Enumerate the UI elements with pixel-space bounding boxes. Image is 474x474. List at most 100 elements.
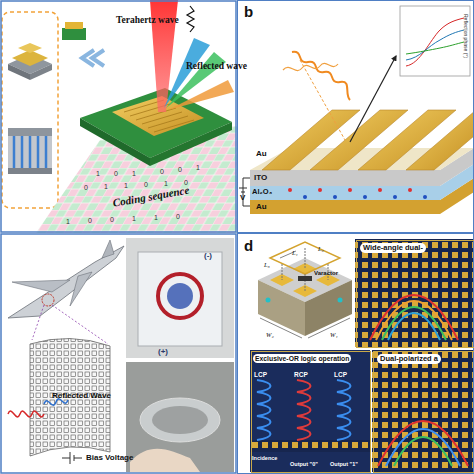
panel-a-art [0, 0, 237, 233]
wave-label: Reflected Wave [52, 392, 111, 400]
feature-box: Dual-polarized a [373, 351, 474, 473]
panel-frame [1, 1, 236, 232]
panel-b-art [333, 195, 337, 199]
dimension-label: L₁ [292, 250, 298, 257]
panel-c-art [152, 406, 208, 434]
panel-b-art [406, 18, 464, 66]
panel-c-art [8, 411, 44, 417]
panel-c-art [140, 398, 220, 442]
code-digit: 0 [88, 217, 92, 224]
panel-b-art [400, 6, 470, 76]
feature-title: Wide-angle dual- [360, 243, 426, 253]
panel-c-art [167, 283, 193, 309]
code-digit: 0 [114, 170, 118, 177]
panel-b-art [292, 52, 350, 100]
panel-d-art [338, 298, 343, 303]
panel-a-art [187, 6, 194, 32]
panel-d-art [337, 380, 351, 440]
panel-a-art [18, 43, 42, 53]
component-label: Varactor [314, 270, 338, 276]
panel-b-art [408, 188, 412, 192]
panel-d-art [355, 239, 474, 347]
panel-d-art [260, 251, 350, 338]
code-digit: 0 [178, 166, 182, 173]
feature-title: Exclusive-OR logic operation [253, 354, 351, 363]
panel-b-art [378, 188, 382, 192]
panel-c-art [1, 234, 236, 473]
layer-label: Au [256, 150, 267, 158]
panel-d-art [250, 350, 370, 472]
panel-c-art [130, 449, 200, 472]
panel-c-art [158, 274, 202, 318]
dimension-label: L₃ [264, 262, 270, 269]
code-digit: 1 [196, 164, 200, 171]
panel-b-art [239, 6, 474, 214]
panel-d-art [378, 421, 468, 466]
panel-d-art [266, 298, 271, 303]
panel-b-art [406, 42, 464, 54]
panel-c-art [30, 338, 110, 456]
panel-b-art [303, 195, 427, 199]
feature-box: Wide-angle dual- [356, 240, 474, 348]
panel-d-art [238, 234, 474, 473]
code-digit: 0 [184, 179, 188, 186]
panel-c-art [8, 246, 124, 318]
code-digit: 1 [96, 170, 100, 177]
code-digit: 1 [66, 218, 70, 225]
port-label: Incidence [252, 456, 277, 462]
panel-c-art [62, 452, 82, 464]
panel-a-art [168, 80, 234, 110]
panel-a-art [0, 0, 237, 233]
code-digit: 0 [160, 168, 164, 175]
code-digit: 1 [124, 182, 128, 189]
polarization-label: LCP [254, 372, 267, 379]
panel-b-art [288, 188, 292, 192]
panel-d-art [386, 429, 460, 466]
dimension-label: W₂ [266, 332, 274, 339]
panel-d-art [257, 380, 271, 440]
panel-c-art [102, 240, 114, 258]
panel-b-art [423, 195, 427, 199]
layer-label: Au [256, 203, 267, 211]
panel-d-art [282, 248, 328, 291]
panel-d-art [305, 280, 352, 336]
panel-b-art [288, 188, 412, 192]
panel-a-art [2, 12, 58, 208]
feature-title: Dual-polarized a [377, 354, 441, 364]
panel-c-art [126, 362, 234, 472]
panel-d-art [376, 301, 452, 340]
panel-b-art [406, 110, 474, 170]
panel-d-art [388, 313, 440, 340]
polarization-label: LCP [334, 372, 347, 379]
panel-c-art [138, 252, 222, 346]
code-digit: 1 [154, 214, 158, 221]
panel-d-art [394, 437, 452, 466]
layer-label: Al₂O₃ [252, 188, 272, 196]
panel-c-art [70, 272, 92, 306]
panel-d-art [372, 350, 474, 472]
code-digit: 0 [110, 216, 114, 223]
panel-letter: b [244, 4, 253, 21]
bias-label: Bias Voltage [86, 454, 133, 462]
port-label: Output "1" [330, 462, 358, 468]
panel-b-art [283, 63, 338, 70]
panel-letter: d [244, 238, 253, 255]
panel-c-art [126, 238, 234, 358]
axis-label: Reflection phase (°) [463, 14, 468, 58]
layer-label: ITO [254, 174, 267, 182]
beam-label: Terahertz wave [116, 16, 179, 26]
panel-a-art [82, 50, 104, 66]
feature-box: Exclusive-OR logic operation [251, 351, 371, 473]
panel-d-art [258, 280, 305, 336]
terminal-label: (-) [204, 252, 212, 260]
code-digit: 0 [144, 181, 148, 188]
panel-d-art [370, 295, 458, 340]
panel-d-art [297, 380, 311, 440]
code-digit: 1 [132, 170, 136, 177]
panel-a-art [8, 64, 30, 80]
code-digit: 1 [104, 183, 108, 190]
panel-a-art [8, 168, 52, 174]
panel-b-art [348, 188, 352, 192]
panel-c-art [12, 280, 70, 292]
